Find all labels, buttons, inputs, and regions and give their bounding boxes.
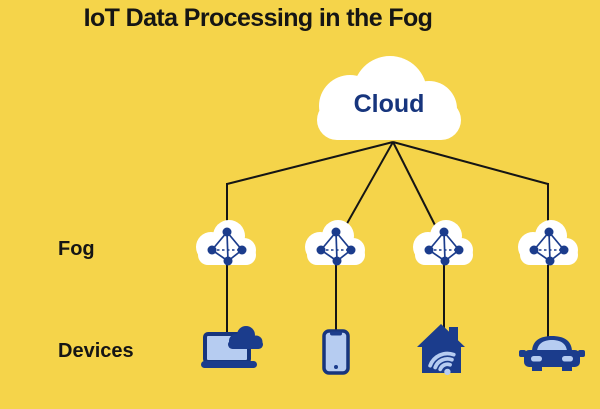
laptop-cloud-icon [201, 326, 263, 368]
home-wifi-icon [417, 324, 465, 376]
car-mirror-right [578, 350, 585, 357]
car-wheel-right [562, 366, 572, 371]
fog-node-2 [304, 219, 366, 267]
fog-node-4 [517, 219, 579, 267]
devices-layer-label: Devices [58, 340, 134, 362]
house-shape [417, 324, 465, 373]
fog-layer-label: Fog [58, 238, 95, 260]
car-mirror-left [519, 350, 526, 357]
laptop-base [201, 361, 257, 368]
phone-body [322, 329, 350, 375]
car-windshield [537, 340, 567, 351]
car-icon [519, 336, 585, 371]
phone-notch [330, 331, 342, 336]
wifi-icon [428, 351, 456, 376]
car-wheel-left [532, 366, 542, 371]
phone-home-button [334, 365, 338, 369]
car-headlight-left [531, 356, 542, 362]
smartphone-icon [322, 329, 350, 375]
cloud-label: Cloud [354, 90, 425, 118]
cloud-overlay-icon [228, 326, 263, 349]
connector-cloud-fog1 [226, 141, 394, 185]
fog-node-3 [412, 219, 474, 267]
car-body [524, 350, 580, 367]
fog-node-1 [195, 219, 257, 267]
page-title: IoT Data Processing in the Fog [83, 4, 433, 32]
connector-lines [226, 141, 549, 340]
cloud-shape: Cloud [317, 56, 461, 140]
car-headlight-right [562, 356, 573, 362]
connector-cloud-fog4 [392, 141, 549, 185]
